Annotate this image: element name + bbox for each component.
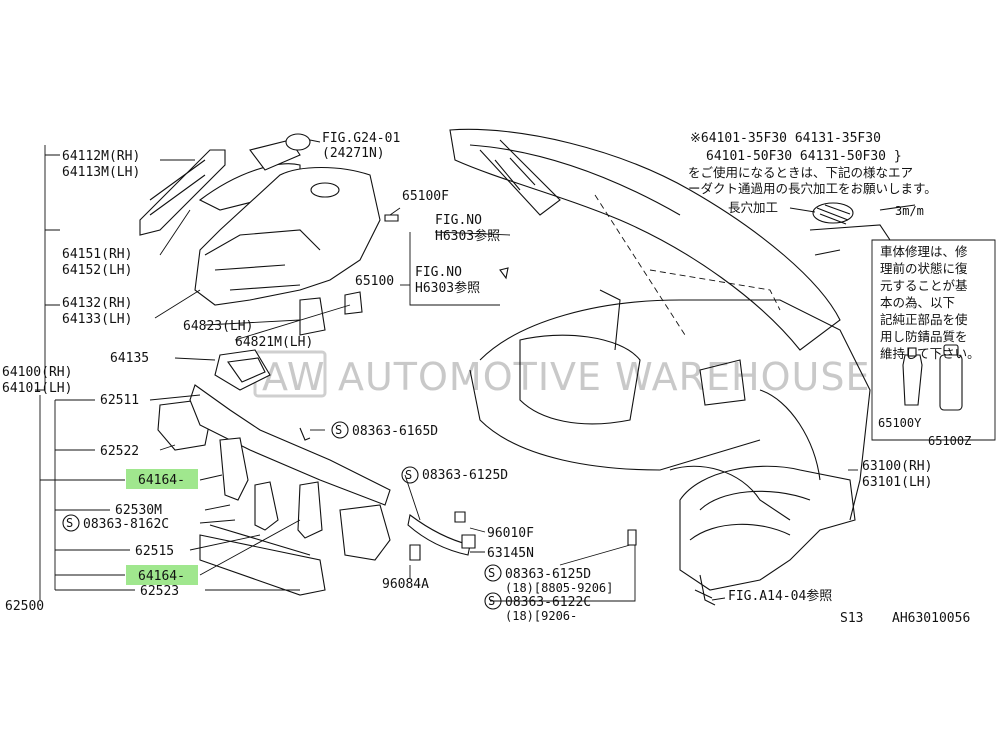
label-64135: 64135 bbox=[110, 351, 149, 366]
svg-text:S: S bbox=[335, 423, 342, 437]
label-62523: 62523 bbox=[140, 584, 179, 599]
small-parts-drawing bbox=[407, 267, 637, 561]
label-slot: 長穴加工 bbox=[728, 200, 778, 215]
label-62515: 62515 bbox=[135, 544, 174, 559]
label-slot-dim: 3m/m bbox=[895, 204, 924, 218]
radiator-core-support-drawing bbox=[157, 349, 391, 596]
label-65100: 65100 bbox=[355, 274, 394, 289]
slot-detail-drawing bbox=[809, 202, 916, 256]
strut-tower-drawing bbox=[139, 133, 399, 336]
label-64133: 64133(LH) bbox=[62, 312, 132, 327]
label-08363-6125d-b: 08363-6125D bbox=[505, 567, 591, 582]
box-note-line-6: 用し防錆品質を bbox=[880, 329, 968, 344]
box-note-line-7: 維持して下さい。 bbox=[880, 346, 980, 361]
label-65100f: 65100F bbox=[402, 189, 449, 204]
label-08363-8162c: 08363-8162C bbox=[83, 517, 169, 532]
leader-lines bbox=[35, 139, 996, 602]
label-08363-6122c: 08363-6122C bbox=[505, 595, 591, 610]
label-62530m: 62530M bbox=[115, 503, 162, 518]
label-64132: 64132(RH) bbox=[62, 296, 132, 311]
box-note-line-1: 車体修理は、修 bbox=[880, 244, 968, 259]
label-08363-6165d: 08363-6165D bbox=[352, 424, 438, 439]
label-62511: 62511 bbox=[100, 393, 139, 408]
rustproof-products-drawing bbox=[902, 344, 963, 411]
highlight-64164-lower bbox=[126, 565, 198, 585]
label-64100: 64100(RH) bbox=[2, 365, 72, 380]
note-line-4: ーダクト通過用の長穴加工をお願いします。 bbox=[688, 181, 937, 196]
label-fig-g24-sub: (24271N) bbox=[322, 146, 385, 161]
watermark-logo: AW bbox=[262, 355, 326, 399]
label-fig-no-2: FIG.NO bbox=[415, 265, 462, 280]
watermark-text: AUTOMOTIVE WAREHOUSE bbox=[338, 355, 870, 399]
box-note-line-3: 元することが基 bbox=[880, 278, 968, 293]
box-note-line-4: 本の為、以下 bbox=[880, 295, 955, 310]
label-08363-6125d-a: 08363-6125D bbox=[422, 468, 508, 483]
label-64164-upper: 64164- bbox=[138, 473, 185, 488]
label-62500: 62500 bbox=[5, 599, 44, 614]
label-96084a: 96084A bbox=[382, 577, 429, 592]
label-08363-6125d-b-sub: (18)[8805-9206] bbox=[505, 581, 613, 595]
highlight-64164-upper bbox=[126, 469, 198, 489]
box-note-line-5: 記純正部品を使 bbox=[880, 312, 968, 327]
hood-drawing bbox=[449, 128, 841, 351]
label-64152: 64152(LH) bbox=[62, 263, 132, 278]
car-body-drawing bbox=[469, 289, 871, 606]
label-64823: 64823(LH) bbox=[183, 319, 253, 334]
label-96010f: 96010F bbox=[487, 526, 534, 541]
label-h6303-1: H6303参照 bbox=[435, 228, 500, 244]
label-fig-no-1: FIG.NO bbox=[435, 213, 482, 228]
note-line-3: をご使用になるときは、下記の様なエア bbox=[688, 165, 913, 180]
label-64113m: 64113M(LH) bbox=[62, 165, 140, 180]
installation-note: ※64101-35F30 64131-35F30 64101-50F30 641… bbox=[688, 131, 937, 196]
svg-text:S: S bbox=[405, 468, 412, 482]
label-fig-a14: FIG.A14-04参照 bbox=[728, 588, 832, 604]
svg-text:S: S bbox=[488, 566, 495, 580]
label-63101: 63101(LH) bbox=[862, 475, 932, 490]
label-h6303-2: H6303参照 bbox=[415, 280, 480, 296]
label-fig-g24: FIG.G24-01 bbox=[322, 131, 400, 146]
label-64101: 64101(LH) bbox=[2, 381, 72, 396]
svg-text:S: S bbox=[66, 516, 73, 530]
label-64151: 64151(RH) bbox=[62, 247, 132, 262]
label-64821m: 64821M(LH) bbox=[235, 335, 313, 350]
svg-text:S: S bbox=[488, 594, 495, 608]
label-63145n: 63145N bbox=[487, 546, 534, 561]
watermark: AW AUTOMOTIVE WAREHOUSE bbox=[253, 350, 870, 399]
label-s13: S13 bbox=[840, 611, 863, 626]
part-labels: FIG.G24-01 (24271N) 64112M(RH) 64113M(LH… bbox=[2, 131, 971, 626]
label-08363-6122c-sub: (18)[9206- bbox=[505, 609, 577, 623]
s-markers: S S S S S bbox=[62, 421, 502, 610]
label-ref-code: AH63010056 bbox=[892, 611, 970, 626]
label-65100y: 65100Y bbox=[878, 416, 922, 430]
repair-note-box: 車体修理は、修 理前の状態に復 元することが基 本の為、以下 記純正部品を使 用… bbox=[880, 244, 980, 361]
note-line-2: 64101-50F30 64131-50F30 } bbox=[706, 149, 902, 164]
label-64164-lower: 64164- bbox=[138, 569, 185, 584]
label-62522: 62522 bbox=[100, 444, 139, 459]
box-note-line-2: 理前の状態に復 bbox=[880, 261, 968, 276]
label-65100z: 65100Z bbox=[928, 434, 971, 448]
label-64112m: 64112M(RH) bbox=[62, 149, 140, 164]
label-63100: 63100(RH) bbox=[862, 459, 932, 474]
note-line-1: ※64101-35F30 64131-35F30 bbox=[690, 131, 881, 146]
